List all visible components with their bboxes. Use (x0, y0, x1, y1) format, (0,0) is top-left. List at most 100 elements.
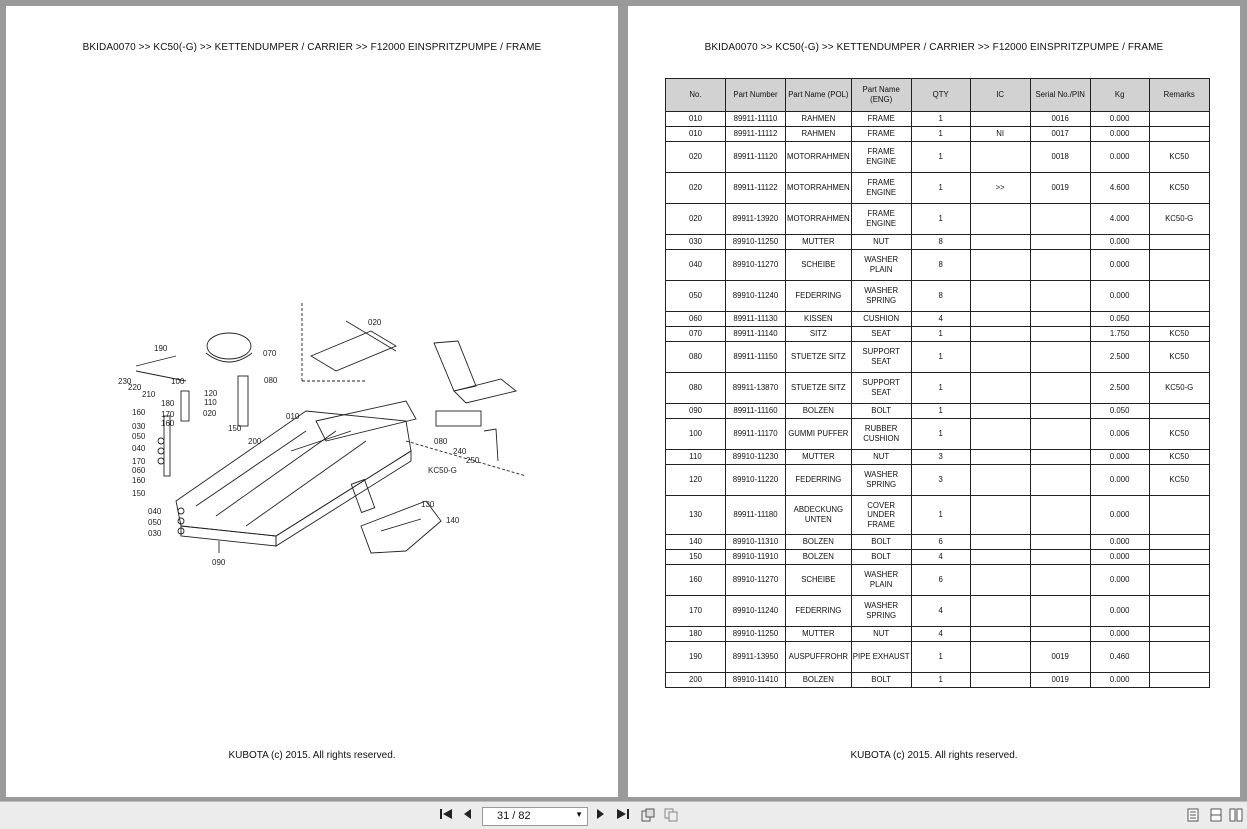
cell-serial (1029, 549, 1091, 565)
cell-serial (1029, 372, 1091, 404)
cell-part-name-eng: WASHER SPRING (850, 595, 912, 627)
label-030: 030 (132, 422, 146, 431)
col-kg: Kg (1089, 78, 1150, 112)
cell-qty: 1 (910, 495, 971, 535)
cell-serial: 0019 (1029, 672, 1091, 688)
page-number-selector[interactable]: 31 / 82 ▼ (482, 807, 588, 826)
exploded-parts-diagram: 020 070 190 230 220 210 100 080 120 110 … (118, 303, 527, 567)
label-170: 170 (161, 410, 175, 419)
cell-part-name-pol: ABDECKUNG UNTEN (785, 495, 852, 535)
cell-part-number: 89911-11112 (725, 126, 786, 142)
cell-part-name-eng: WASHER PLAIN (850, 249, 912, 281)
cell-part-name-eng: WASHER PLAIN (850, 564, 912, 596)
cell-ic (969, 234, 1031, 250)
col-serial: Serial No./PIN (1029, 78, 1091, 112)
cell-part-number: 89911-13950 (725, 641, 786, 673)
label-140: 140 (446, 516, 460, 525)
cell-part-name-eng: SUPPORT SEAT (850, 341, 912, 373)
continuous-view-icon[interactable] (1209, 808, 1223, 825)
copy-page-icon[interactable] (664, 808, 678, 825)
cell-kg: 0.000 (1089, 141, 1150, 173)
prev-page-icon[interactable] (463, 808, 473, 823)
label-150: 150 (228, 424, 242, 433)
cell-no: 010 (665, 126, 726, 142)
cell-serial (1029, 341, 1091, 373)
cell-qty: 1 (910, 126, 971, 142)
label-010: 010 (286, 412, 300, 421)
label-070: 070 (263, 349, 277, 358)
cell-part-name-eng: FRAME ENGINE (850, 172, 912, 204)
cell-remarks (1148, 280, 1210, 312)
rotate-page-icon[interactable] (641, 808, 655, 825)
cell-no: 150 (665, 549, 726, 565)
cell-part-name-pol: STUETZE SITZ (785, 341, 852, 373)
cell-no: 020 (665, 172, 726, 204)
col-remarks: Remarks (1148, 78, 1210, 112)
cell-no: 040 (665, 249, 726, 281)
cell-serial: 0019 (1029, 641, 1091, 673)
cell-part-name-eng: FRAME ENGINE (850, 141, 912, 173)
cell-part-name-pol: BOLZEN (785, 549, 852, 565)
next-page-icon[interactable] (595, 808, 605, 823)
col-ic: IC (969, 78, 1031, 112)
cell-serial (1029, 203, 1091, 235)
cell-part-number: 89910-11310 (725, 534, 786, 550)
cell-qty: 3 (910, 464, 971, 496)
cell-part-number: 89911-13870 (725, 372, 786, 404)
cell-part-number: 89911-11110 (725, 111, 786, 127)
cell-remarks (1148, 249, 1210, 281)
page-footer-right: KUBOTA (c) 2015. All rights reserved. (850, 750, 1018, 761)
cell-serial: 0017 (1029, 126, 1091, 142)
cell-serial (1029, 564, 1091, 596)
label-240: 240 (453, 447, 467, 456)
cell-serial (1029, 626, 1091, 642)
cell-no: 090 (665, 403, 726, 419)
first-page-icon[interactable] (439, 808, 453, 823)
cell-remarks: KC50 (1148, 326, 1210, 342)
last-page-icon[interactable] (616, 808, 630, 823)
label-080b: 080 (434, 437, 448, 446)
cell-part-number: 89910-11220 (725, 464, 786, 496)
left-page: BKIDA0070 >> KC50(-G) >> KETTENDUMPER / … (6, 6, 618, 797)
cell-part-name-eng: WASHER SPRING (850, 464, 912, 496)
cell-part-name-pol: BOLZEN (785, 672, 852, 688)
cell-part-number: 89910-11240 (725, 595, 786, 627)
cell-remarks (1148, 495, 1210, 535)
label-160b: 160 (132, 476, 146, 485)
cell-no: 110 (665, 449, 726, 465)
label-120: 120 (204, 389, 218, 398)
cell-part-number: 89910-11410 (725, 672, 786, 688)
cell-serial: 0018 (1029, 141, 1091, 173)
two-page-view-icon[interactable] (1229, 808, 1243, 825)
single-page-view-icon[interactable] (1187, 808, 1199, 825)
cell-ic: >> (969, 172, 1031, 204)
cell-kg: 0.000 (1089, 449, 1150, 465)
cell-part-number: 89911-11120 (725, 141, 786, 173)
cell-part-name-pol: MOTORRAHMEN (785, 203, 852, 235)
cell-kg: 2.500 (1089, 341, 1150, 373)
label-040b: 040 (148, 507, 162, 516)
cell-kg: 0.000 (1089, 595, 1150, 627)
cell-part-name-eng: FRAME (850, 126, 912, 142)
cell-serial (1029, 403, 1091, 419)
cell-ic (969, 595, 1031, 627)
cell-no: 070 (665, 326, 726, 342)
cell-serial (1029, 311, 1091, 327)
cell-part-number: 89911-11140 (725, 326, 786, 342)
cell-part-name-pol: GUMMI PUFFER (785, 418, 852, 450)
cell-remarks: KC50-G (1148, 203, 1210, 235)
cell-remarks (1148, 311, 1210, 327)
cell-kg: 0.000 (1089, 464, 1150, 496)
cell-no: 050 (665, 280, 726, 312)
label-050b: 050 (148, 518, 162, 527)
dropdown-arrow-icon: ▼ (575, 810, 583, 819)
cell-qty: 4 (910, 626, 971, 642)
cell-part-number: 89910-11250 (725, 626, 786, 642)
cell-qty: 1 (910, 341, 971, 373)
